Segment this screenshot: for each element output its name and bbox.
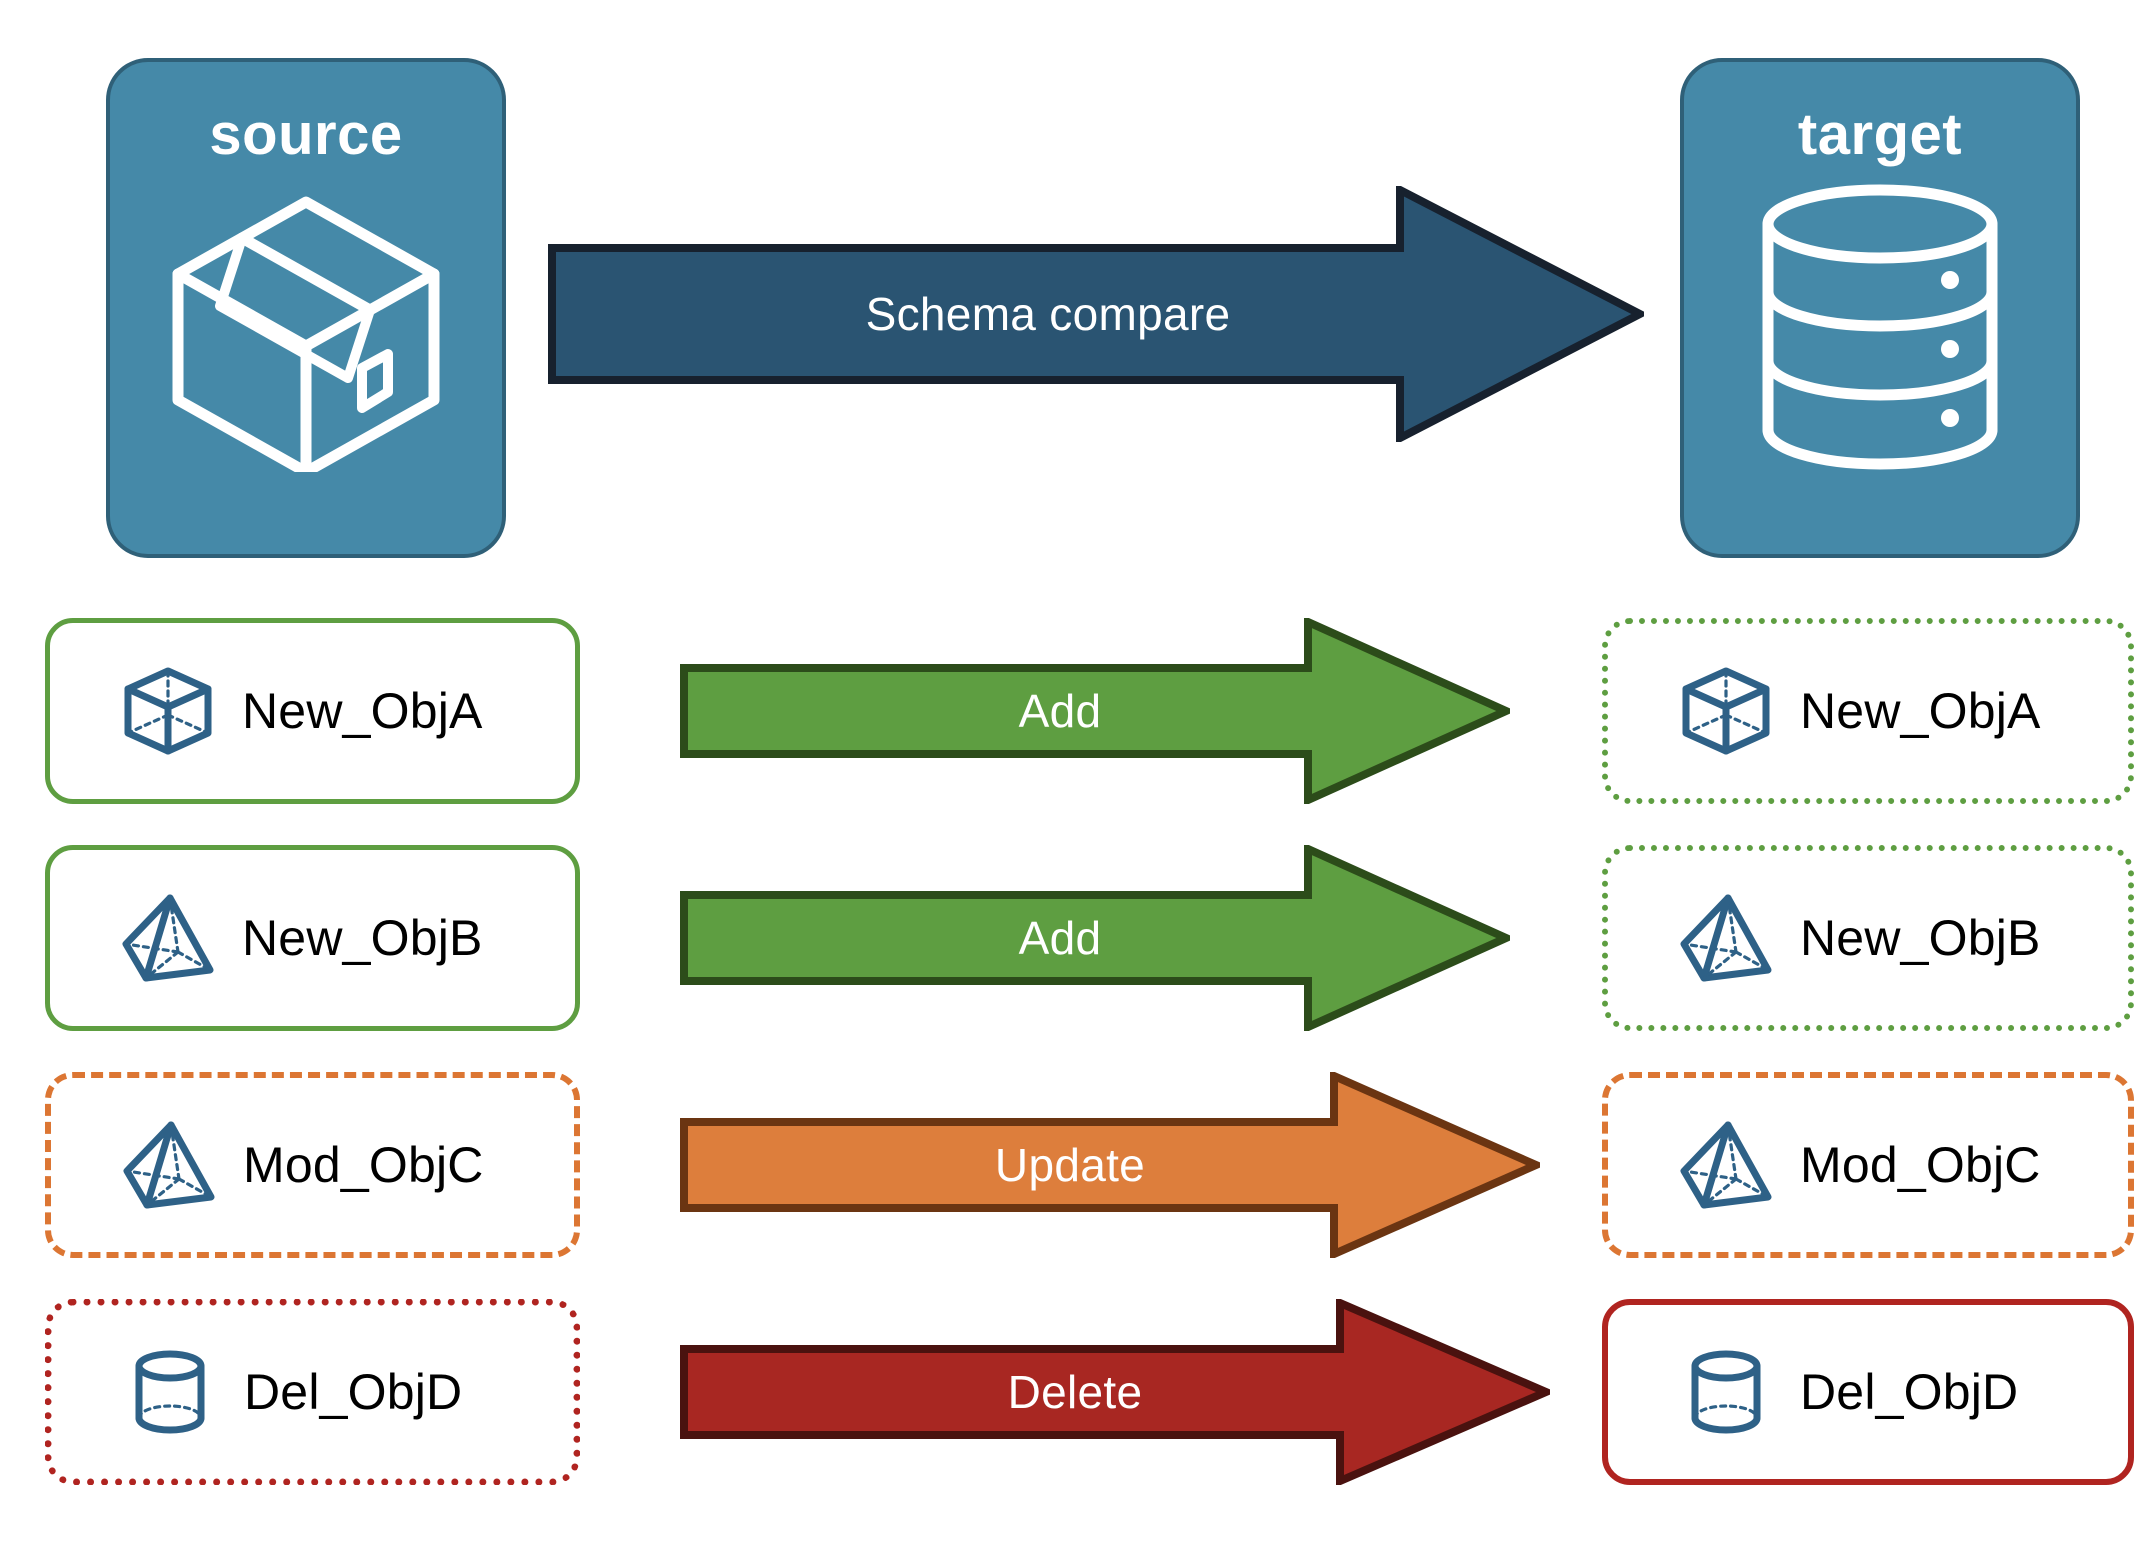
action-arrow-add[interactable] <box>680 618 1510 804</box>
source-title: source <box>209 102 403 167</box>
wireframe-pyramid-icon <box>1674 1113 1778 1217</box>
action-arrow-update[interactable] <box>680 1072 1540 1258</box>
target-endpoint-card[interactable]: target <box>1680 58 2080 558</box>
object-label: Mod_ObjC <box>243 1137 484 1193</box>
target-object-card-mod-objc[interactable]: Mod_ObjC <box>1602 1072 2134 1258</box>
wireframe-pyramid-icon <box>1674 886 1778 990</box>
wireframe-cube-icon <box>116 659 220 763</box>
package-box-icon <box>156 182 456 478</box>
wireframe-pyramid-icon <box>117 1113 221 1217</box>
action-arrow-add[interactable] <box>680 845 1510 1031</box>
schema-compare-arrow[interactable] <box>548 183 1649 445</box>
target-object-card-new-obja[interactable]: New_ObjA <box>1602 618 2134 804</box>
source-endpoint-card[interactable]: source <box>106 58 506 558</box>
source-object-card-mod-objc[interactable]: Mod_ObjC <box>45 1072 580 1258</box>
object-label: New_ObjA <box>242 683 483 739</box>
object-label: New_ObjB <box>1800 910 2041 966</box>
wireframe-pyramid-icon <box>116 886 220 990</box>
object-label: New_ObjB <box>242 910 483 966</box>
database-cylinder-icon <box>1750 182 2010 477</box>
target-object-card-new-objb[interactable]: New_ObjB <box>1602 845 2134 1031</box>
target-title: target <box>1797 102 1963 167</box>
source-object-card-del-objd[interactable]: Del_ObjD <box>45 1299 580 1485</box>
source-object-card-new-obja[interactable]: New_ObjA <box>45 618 580 804</box>
object-label: Del_ObjD <box>1800 1364 2019 1420</box>
action-arrow-delete[interactable] <box>680 1299 1550 1485</box>
wireframe-cube-icon <box>1674 659 1778 763</box>
wireframe-cylinder-icon <box>118 1340 222 1444</box>
target-object-card-del-objd[interactable]: Del_ObjD <box>1602 1299 2134 1485</box>
object-label: New_ObjA <box>1800 683 2041 739</box>
object-label: Mod_ObjC <box>1800 1137 2041 1193</box>
source-object-card-new-objb[interactable]: New_ObjB <box>45 845 580 1031</box>
wireframe-cylinder-icon <box>1674 1340 1778 1444</box>
object-label: Del_ObjD <box>244 1364 463 1420</box>
